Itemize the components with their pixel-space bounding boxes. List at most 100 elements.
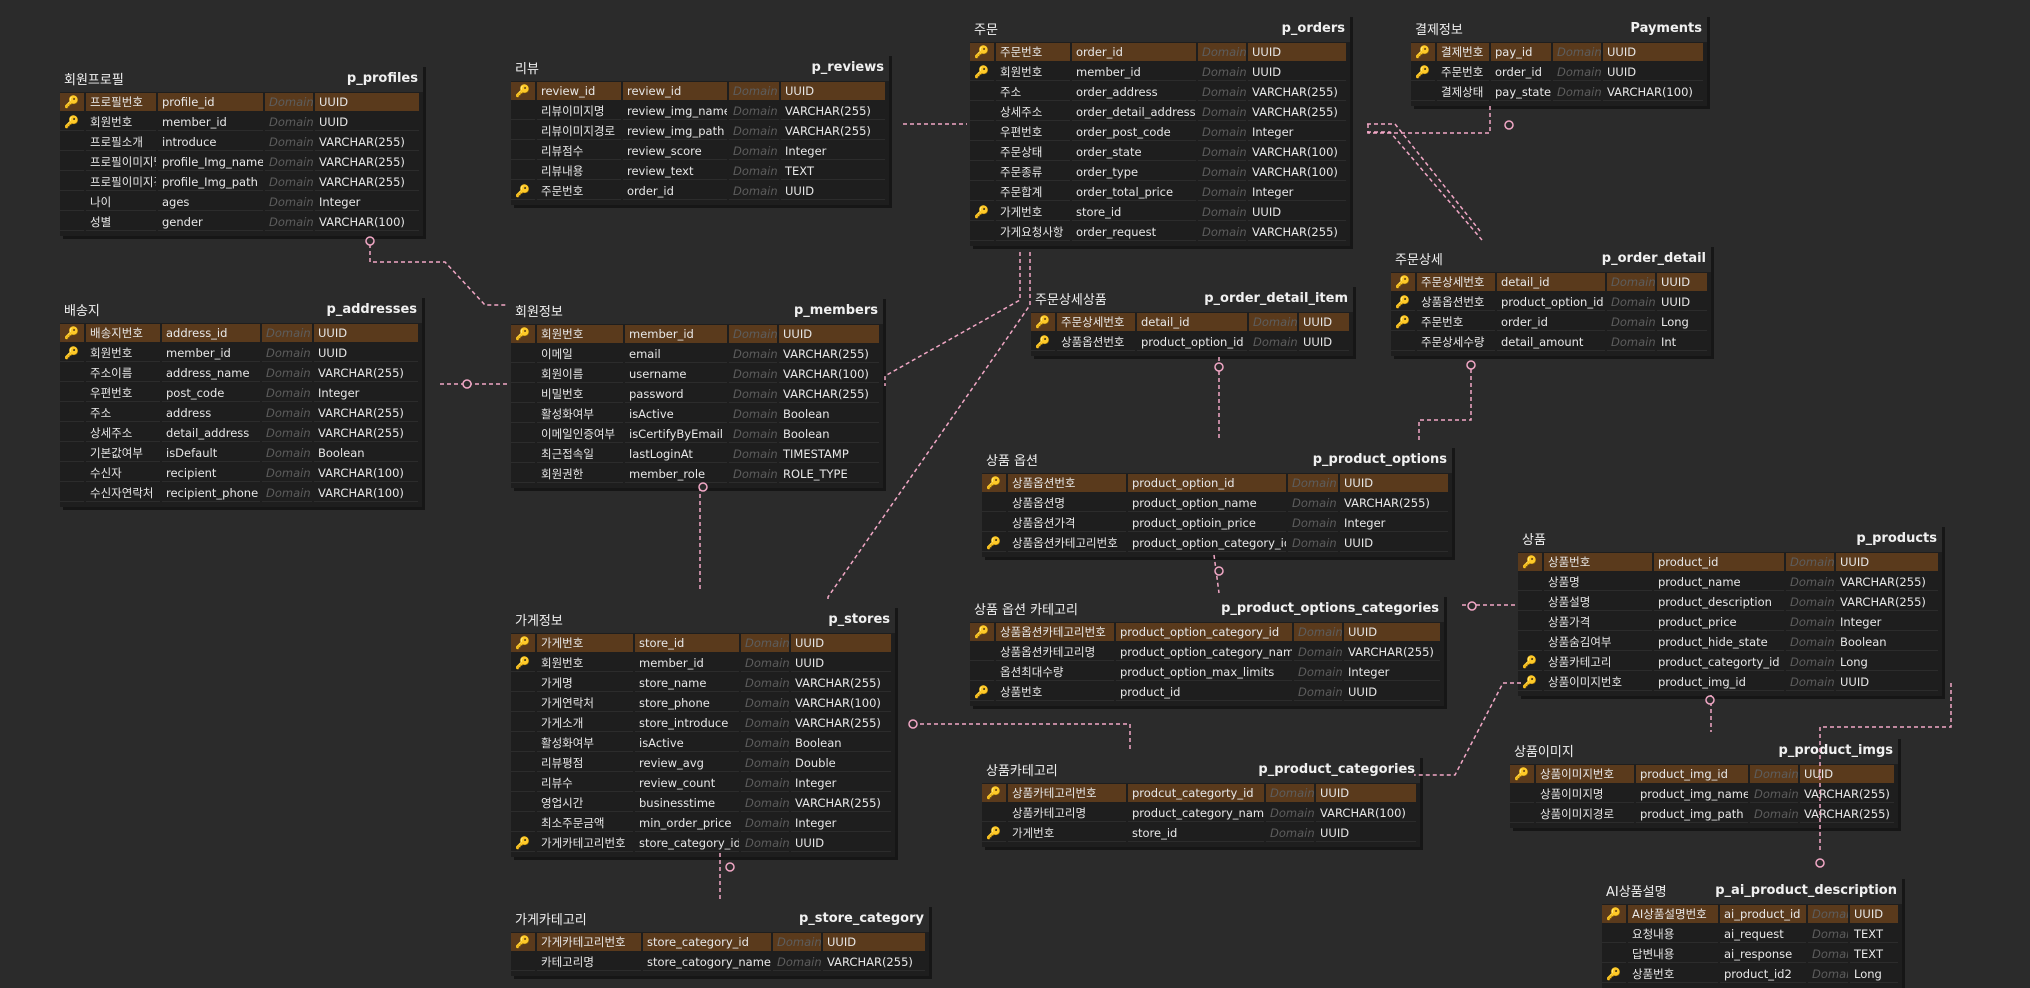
table-row[interactable]: 프로필이미지경로profile_Img_pathDomainVARCHAR(25… <box>60 172 423 192</box>
table-row[interactable]: 프로필이미지명profile_Img_nameDomainVARCHAR(255… <box>60 152 423 172</box>
